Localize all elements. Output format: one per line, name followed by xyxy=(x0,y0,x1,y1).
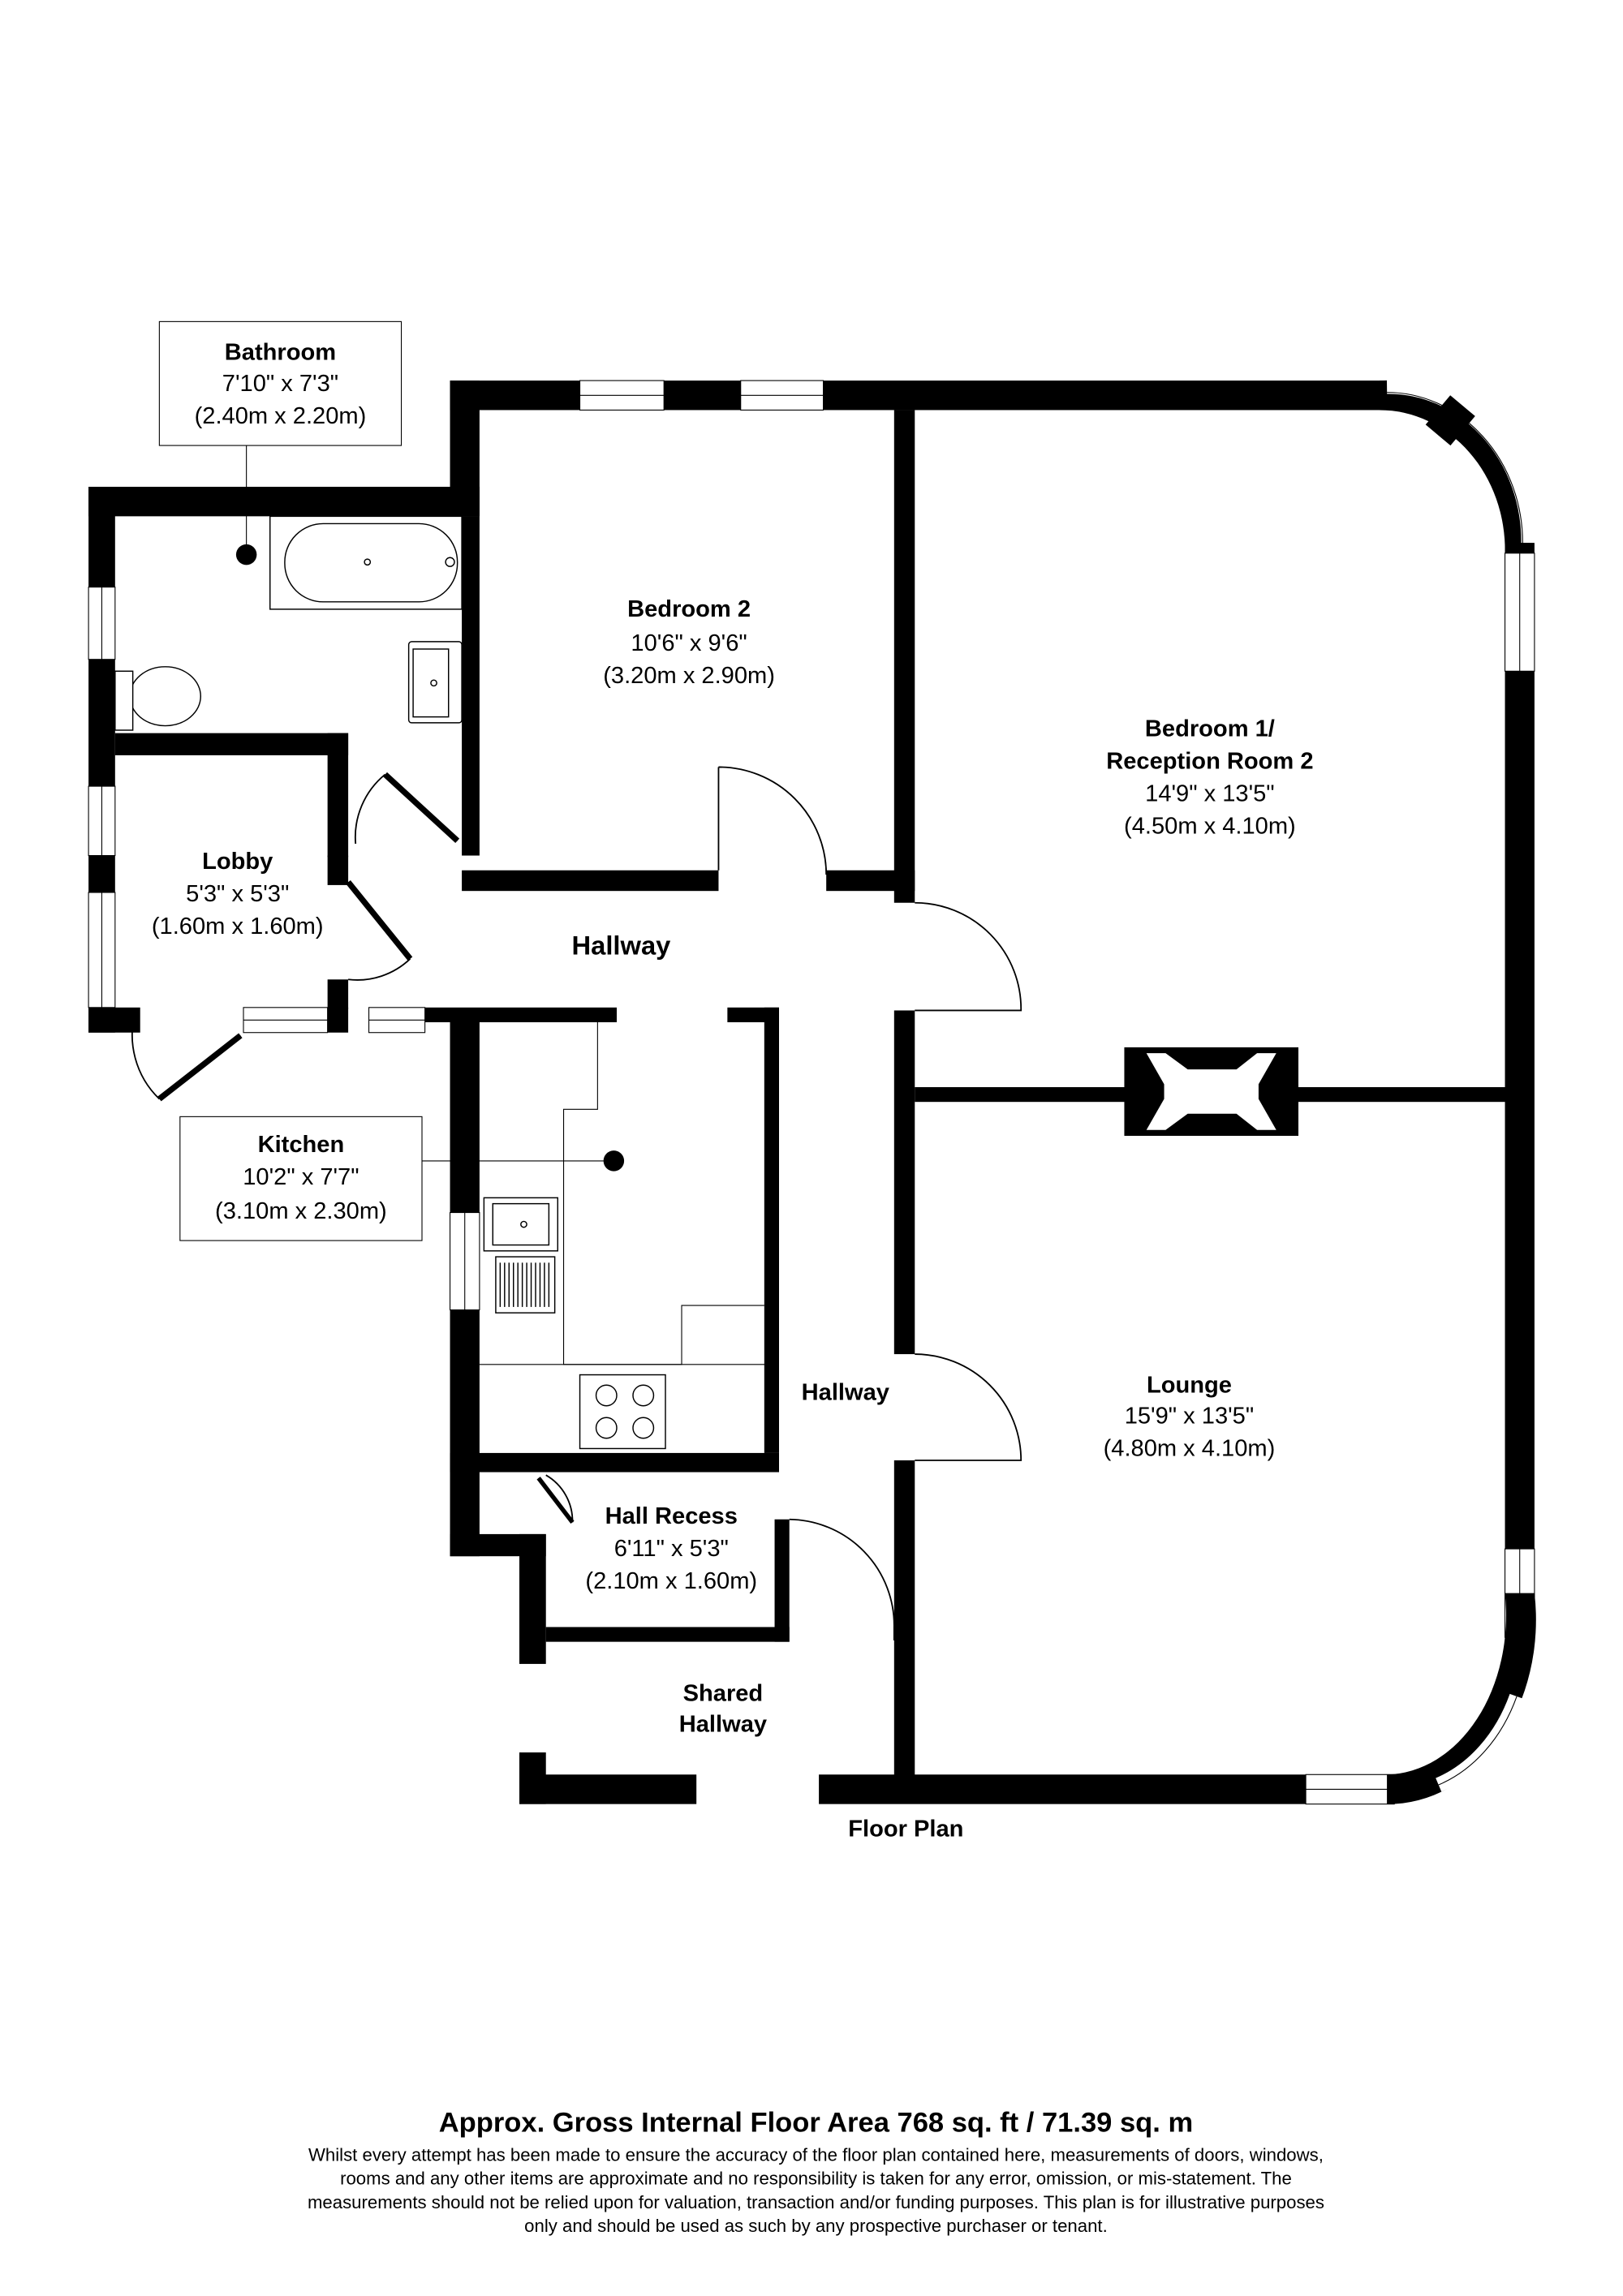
lobby-name: Lobby xyxy=(202,849,273,875)
wall-segment xyxy=(462,870,719,892)
window-mullion xyxy=(1425,395,1475,446)
window-line xyxy=(1438,1696,1518,1786)
hallway-upper-name: Hallway xyxy=(572,930,672,960)
bedroom2-metric: (3.20m x 2.90m) xyxy=(603,663,775,689)
gross-area: Approx. Gross Internal Floor Area 768 sq… xyxy=(439,2107,1193,2138)
bedroom2-imperial: 10'6" x 9'6" xyxy=(631,630,747,656)
hall-recess-metric: (2.10m x 1.60m) xyxy=(585,1568,757,1594)
wall-segment xyxy=(114,733,349,755)
curved-window-top-right xyxy=(1386,379,1536,544)
door-bedroom2 xyxy=(717,766,828,875)
disclaimer-line: only and should be used as such by any p… xyxy=(524,2216,1108,2236)
wall-segment xyxy=(88,1007,140,1033)
curved-window-top-right-line xyxy=(1387,392,1523,544)
lobby-metric: (1.60m x 1.60m) xyxy=(152,914,324,939)
kitchen-imperial: 10'2" x 7'7" xyxy=(243,1164,359,1190)
wall-segment xyxy=(893,1460,915,1778)
wall-segment xyxy=(519,1774,697,1804)
bedroom1-name-line2: Reception Room 2 xyxy=(1106,748,1313,774)
wall-segment xyxy=(88,487,480,517)
kitchen-label-box xyxy=(179,1116,423,1241)
bedroom1-name: Bedroom 1/ xyxy=(1145,716,1275,742)
kitchen-fixtures xyxy=(483,1197,666,1450)
lounge-name: Lounge xyxy=(1147,1372,1232,1398)
hall-recess-imperial: 6'11" x 5'3" xyxy=(614,1536,729,1562)
wall-segment xyxy=(545,1627,790,1642)
bathroom-metric: (2.40m x 2.20m) xyxy=(195,403,367,429)
shared-hallway-name: Shared xyxy=(683,1680,764,1706)
wall-segment xyxy=(819,1774,1388,1804)
bath-tub xyxy=(284,522,458,603)
hallway-lower-name: Hallway xyxy=(802,1379,890,1405)
fireplace-hearth xyxy=(1146,1053,1276,1130)
wall-segment xyxy=(764,1007,779,1453)
basin-bowl xyxy=(412,648,450,718)
door-lounge xyxy=(915,1353,1022,1461)
lounge-metric: (4.80m x 4.10m) xyxy=(1104,1436,1276,1462)
bathroom-imperial: 7'10" x 7'3" xyxy=(222,371,338,397)
disclaimer-line: Whilst every attempt has been made to en… xyxy=(308,2145,1324,2165)
curved-wall-bottom-right xyxy=(1387,1593,1536,1804)
disclaimer-line: rooms and any other items are approximat… xyxy=(340,2169,1292,2189)
door-hall-recess xyxy=(789,1518,895,1640)
kitchen-label-marker xyxy=(603,1150,625,1172)
wall-segment xyxy=(327,1007,349,1033)
doors xyxy=(131,766,1022,1640)
bedroom1-imperial: 14'9" x 13'5" xyxy=(1145,780,1274,806)
wall-segment xyxy=(774,1519,790,1642)
wall-segment xyxy=(893,1010,915,1355)
kitchen-worktops xyxy=(479,1022,768,1365)
door-lobby-external xyxy=(131,1010,241,1100)
wall-segment xyxy=(327,855,349,885)
wall-segment xyxy=(519,1533,546,1664)
wall-segment xyxy=(327,979,349,1009)
wall-segment xyxy=(893,410,915,903)
wall-segment xyxy=(424,1007,617,1022)
walls xyxy=(88,381,1535,1804)
lounge-imperial: 15'9" x 13'5" xyxy=(1125,1404,1254,1430)
disclaimer-line: measurements should not be relied upon f… xyxy=(308,2192,1324,2212)
wall-segment xyxy=(1505,543,1535,1593)
hob xyxy=(579,1374,666,1450)
bedroom2-name: Bedroom 2 xyxy=(627,596,751,622)
wall-segment xyxy=(450,1452,779,1473)
bathroom-fixtures xyxy=(114,515,463,731)
door-bathroom xyxy=(354,773,458,845)
toilet-cistern xyxy=(114,670,134,731)
bath-tap xyxy=(445,557,455,567)
drainer-lines xyxy=(499,1262,550,1307)
hall-recess-name: Hall Recess xyxy=(605,1503,738,1529)
floor-plan-label: Floor Plan xyxy=(848,1817,963,1842)
toilet xyxy=(129,666,201,727)
wall-segment xyxy=(462,516,480,856)
kitchen-metric: (3.10m x 2.30m) xyxy=(215,1198,387,1224)
bathroom-name: Bathroom xyxy=(225,340,336,366)
wall-segment xyxy=(519,1752,546,1804)
kitchen-name: Kitchen xyxy=(258,1132,345,1158)
lobby-imperial: 5'3" x 5'3" xyxy=(186,881,289,907)
bedroom1-metric: (4.50m x 4.10m) xyxy=(1124,813,1296,839)
bath-drain xyxy=(364,558,372,566)
door-bedroom1 xyxy=(915,901,1022,1012)
shared-hallway-name-line2: Hallway xyxy=(679,1712,768,1738)
wall-segment xyxy=(327,733,349,858)
bathroom-label-box xyxy=(158,320,403,446)
